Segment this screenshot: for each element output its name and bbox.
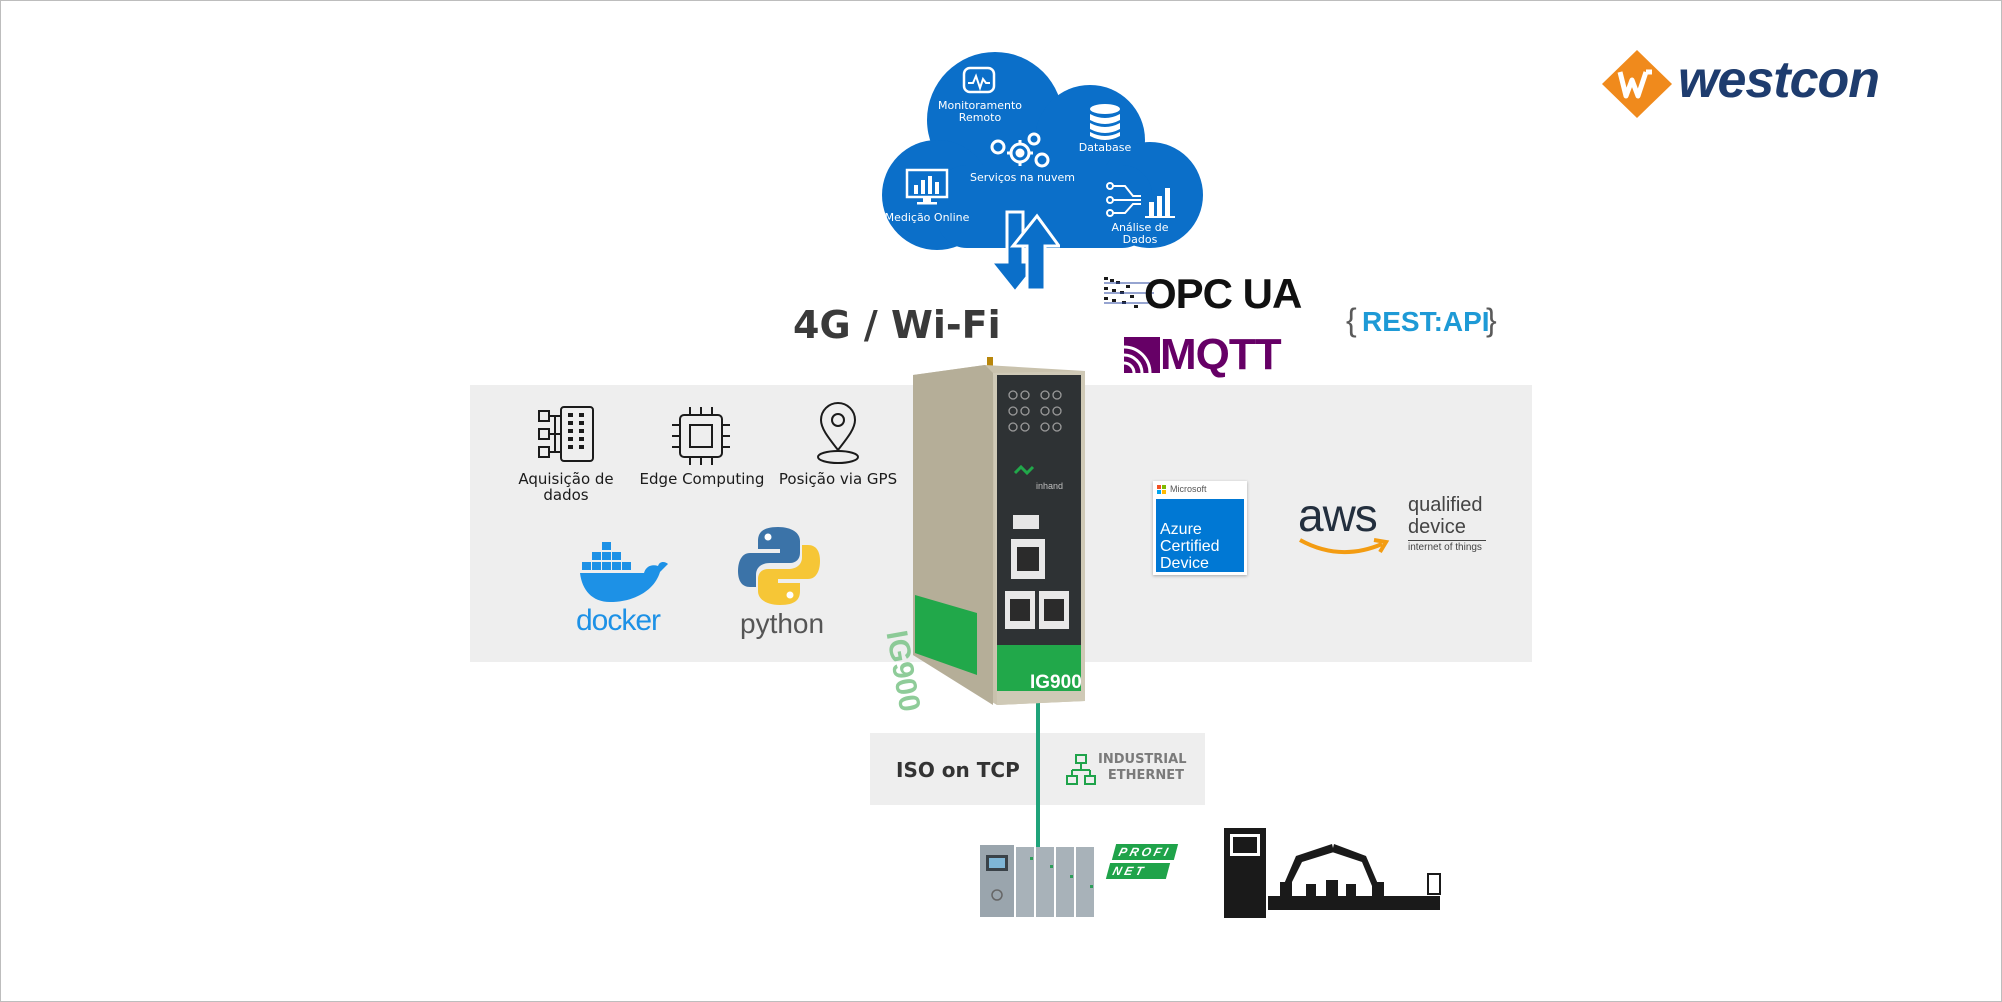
cloud-item-servicos: Serviços na nuvem <box>970 171 1075 184</box>
python-label: python <box>740 608 825 639</box>
device-maker-label: inhand <box>1036 481 1064 491</box>
profinet-line2: NET <box>1105 863 1171 879</box>
ethernet-cable <box>1036 700 1040 848</box>
docker-whale-icon <box>580 542 668 602</box>
industrial-ethernet-logo: INDUSTRIAL ETHERNET <box>1098 752 1187 784</box>
westcon-logo-text: westcon <box>1678 51 1880 109</box>
profinet-logo: PROFI NET <box>1105 844 1178 879</box>
network-tree-icon <box>1066 754 1096 785</box>
ie-line1: INDUSTRIAL <box>1098 752 1187 767</box>
cloud-item-medicao: Medição Online <box>884 211 970 224</box>
robot-production-line-icon <box>1224 828 1441 918</box>
python-snakes-icon <box>738 527 820 605</box>
location-pin-icon <box>817 402 859 464</box>
feature-gps-label: Posição via GPS <box>778 470 898 488</box>
cloud-item-database: Database <box>1078 141 1132 154</box>
cloud-item-monitoramento: Monitoramento Remoto <box>937 99 1023 124</box>
ie-line2: ETHERNET <box>1107 768 1184 783</box>
aws-logo-text: aws <box>1298 489 1378 541</box>
opcua-logo-icon <box>1104 277 1154 308</box>
westcon-logo-icon <box>1602 50 1672 118</box>
azure-certified-badge: Microsoft Azure Certified Device <box>1153 481 1247 575</box>
feature-data-acquisition-label: Aquisição de dados <box>518 470 614 504</box>
monitor-pulse-icon <box>962 66 996 94</box>
cloud-services <box>882 52 1203 250</box>
aws-smile-icon <box>1299 538 1390 554</box>
bar-chart-screen-icon <box>905 168 949 205</box>
database-icon <box>1090 104 1120 140</box>
aws-line1: qualified <box>1408 494 1483 516</box>
aws-qualified-device: qualified device <box>1408 494 1483 538</box>
device-model-label: IG900 <box>1030 672 1082 693</box>
data-acquisition-icon <box>538 406 594 462</box>
aws-line2: device <box>1408 516 1466 538</box>
azure-line2: Certified <box>1160 538 1220 555</box>
iso-on-tcp-label: ISO on TCP <box>896 758 1020 782</box>
ig900-gateway-device <box>913 357 1085 705</box>
azure-line1: Azure <box>1160 521 1202 538</box>
mqtt-logo-text: MQTT <box>1160 330 1282 379</box>
data-analysis-icon <box>1106 182 1175 218</box>
gears-icon <box>990 132 1050 168</box>
microsoft-label: Microsoft <box>1170 484 1207 494</box>
azure-line3: Device <box>1160 555 1209 572</box>
profinet-line1: PROFI <box>1111 844 1178 860</box>
cloud-item-analise: Análise de Dados <box>1111 221 1169 246</box>
chip-icon <box>672 407 730 465</box>
docker-label: docker <box>576 604 661 637</box>
rest-close-brace: } <box>1486 302 1497 338</box>
updown-arrows-icon <box>987 210 1060 295</box>
aws-line3: internet of things <box>1408 542 1482 553</box>
rest-open-brace: { <box>1346 302 1357 338</box>
rest-api-label: REST:API <box>1362 306 1490 337</box>
connectivity-label: 4G / Wi-Fi <box>793 303 1001 347</box>
mqtt-logo-icon <box>1124 337 1160 373</box>
plc-controller-icon <box>980 845 1094 917</box>
microsoft-logo-icon <box>1157 485 1167 495</box>
opcua-logo-text: OPC UA <box>1144 270 1302 317</box>
feature-edge-computing-label: Edge Computing <box>639 470 765 488</box>
